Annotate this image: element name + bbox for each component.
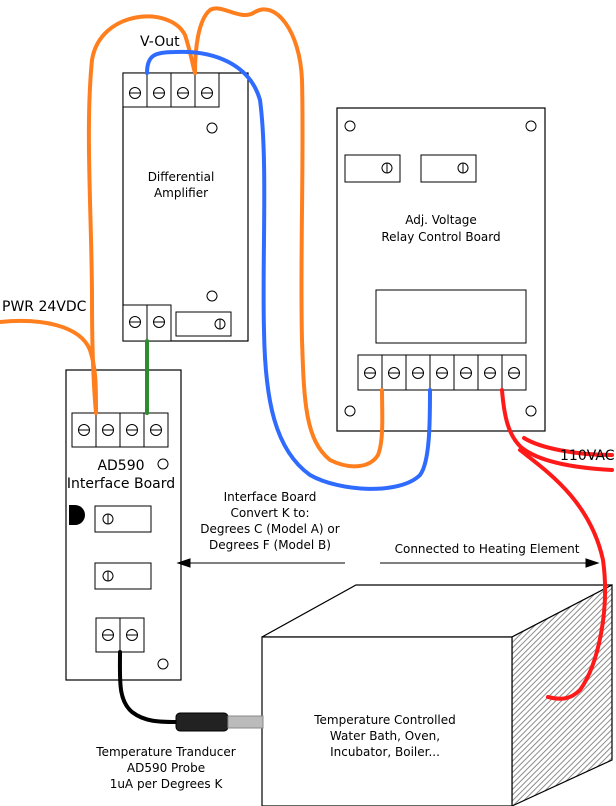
orange-loop-wire bbox=[86, 14, 197, 415]
screw-icon bbox=[484, 367, 496, 379]
screw-icon bbox=[150, 424, 162, 436]
relay-control-board: Adj. Voltage Relay Control Board bbox=[336, 107, 546, 432]
mount-hole-icon bbox=[206, 290, 218, 302]
chamber-label-3: Incubator, Boiler... bbox=[330, 745, 440, 759]
relay-label-2: Relay Control Board bbox=[381, 230, 500, 244]
relay-display-window bbox=[375, 289, 527, 344]
diff-amp-top-terminals bbox=[122, 72, 220, 108]
mount-hole-icon bbox=[344, 120, 356, 132]
diff-amp-board bbox=[122, 72, 249, 342]
arrow-right-icon bbox=[585, 558, 600, 568]
screw-icon bbox=[412, 367, 424, 379]
mount-hole-icon bbox=[157, 658, 169, 670]
v-out-label: V-Out bbox=[140, 34, 180, 50]
arrow-left-icon bbox=[176, 558, 191, 568]
screw-icon bbox=[201, 87, 213, 99]
trim-potentiometer bbox=[344, 154, 401, 183]
mount-hole-icon bbox=[157, 458, 169, 470]
interface-label-1: AD590 bbox=[97, 458, 144, 474]
ac-label: 110VAC bbox=[560, 448, 615, 464]
relay-label-1: Adj. Voltage bbox=[405, 213, 477, 227]
screw-icon bbox=[102, 629, 114, 641]
diff-amp-label-1: Differential bbox=[148, 170, 215, 184]
chamber-label-1: Temperature Controlled bbox=[313, 713, 456, 727]
orange-vout-wire bbox=[193, 6, 385, 469]
probe-wire bbox=[117, 650, 178, 724]
screw-icon bbox=[436, 367, 448, 379]
mount-hole-icon bbox=[206, 122, 218, 134]
screw-icon bbox=[129, 316, 141, 328]
temperature-chamber bbox=[261, 584, 613, 806]
convert-label-4: Degrees F (Model B) bbox=[209, 538, 331, 552]
interface-probe-terminals bbox=[95, 617, 145, 653]
screw-icon bbox=[177, 87, 189, 99]
convert-label-1: Interface Board bbox=[224, 490, 317, 504]
mount-hole-icon bbox=[525, 120, 537, 132]
screw-icon bbox=[388, 367, 400, 379]
screw-icon bbox=[508, 367, 520, 379]
screw-icon bbox=[153, 87, 165, 99]
screw-icon bbox=[214, 318, 226, 330]
screw-icon bbox=[457, 162, 469, 174]
red-ac-wire-2 bbox=[522, 436, 614, 457]
screw-icon bbox=[381, 162, 393, 174]
ad590-probe bbox=[175, 712, 264, 732]
red-ac-wire bbox=[500, 388, 614, 472]
screw-icon bbox=[102, 424, 114, 436]
interface-top-terminals bbox=[71, 412, 169, 448]
probe-tip bbox=[227, 715, 264, 729]
chamber-front bbox=[261, 636, 513, 806]
arrows bbox=[176, 558, 600, 568]
screw-icon bbox=[126, 424, 138, 436]
screw-icon bbox=[129, 87, 141, 99]
pwr-label: PWR 24VDC bbox=[2, 299, 87, 315]
probe-label-1: Temperature Tranducer bbox=[95, 745, 235, 759]
red-heater-wire bbox=[518, 448, 607, 701]
screw-icon bbox=[78, 424, 90, 436]
probe-body bbox=[175, 712, 229, 732]
probe-label-3: 1uA per Degrees K bbox=[110, 777, 224, 791]
diff-amp-label-2: Amplifier bbox=[154, 186, 208, 200]
mount-hole-icon bbox=[525, 405, 537, 417]
screw-icon bbox=[460, 367, 472, 379]
diff-amp-bottom-terminals bbox=[122, 304, 172, 342]
relay-terminals bbox=[357, 354, 527, 391]
blue-signal-wire bbox=[145, 49, 432, 491]
trim-potentiometer bbox=[420, 154, 477, 183]
convert-label-3: Degrees C (Model A) or bbox=[200, 522, 340, 536]
convert-label-2: Convert K to: bbox=[230, 506, 309, 520]
screw-icon bbox=[102, 513, 114, 525]
connector-notch-icon bbox=[69, 505, 85, 525]
trim-potentiometer bbox=[94, 562, 152, 590]
mount-hole-icon bbox=[344, 405, 356, 417]
heating-label: Connected to Heating Element bbox=[395, 542, 580, 556]
trim-potentiometer bbox=[175, 311, 232, 337]
wires bbox=[0, 6, 614, 724]
screw-icon bbox=[364, 367, 376, 379]
screw-icon bbox=[153, 316, 165, 328]
chamber-label-2: Water Bath, Oven, bbox=[330, 729, 440, 743]
interface-label-2: Interface Board bbox=[67, 476, 175, 492]
screw-icon bbox=[126, 629, 138, 641]
trim-potentiometer bbox=[94, 505, 152, 533]
differential-amplifier: Differential Amplifier bbox=[122, 72, 249, 342]
probe-label-2: AD590 Probe bbox=[127, 761, 205, 775]
ad590-interface-board: AD590 Interface Board bbox=[65, 369, 182, 681]
screw-icon bbox=[102, 570, 114, 582]
